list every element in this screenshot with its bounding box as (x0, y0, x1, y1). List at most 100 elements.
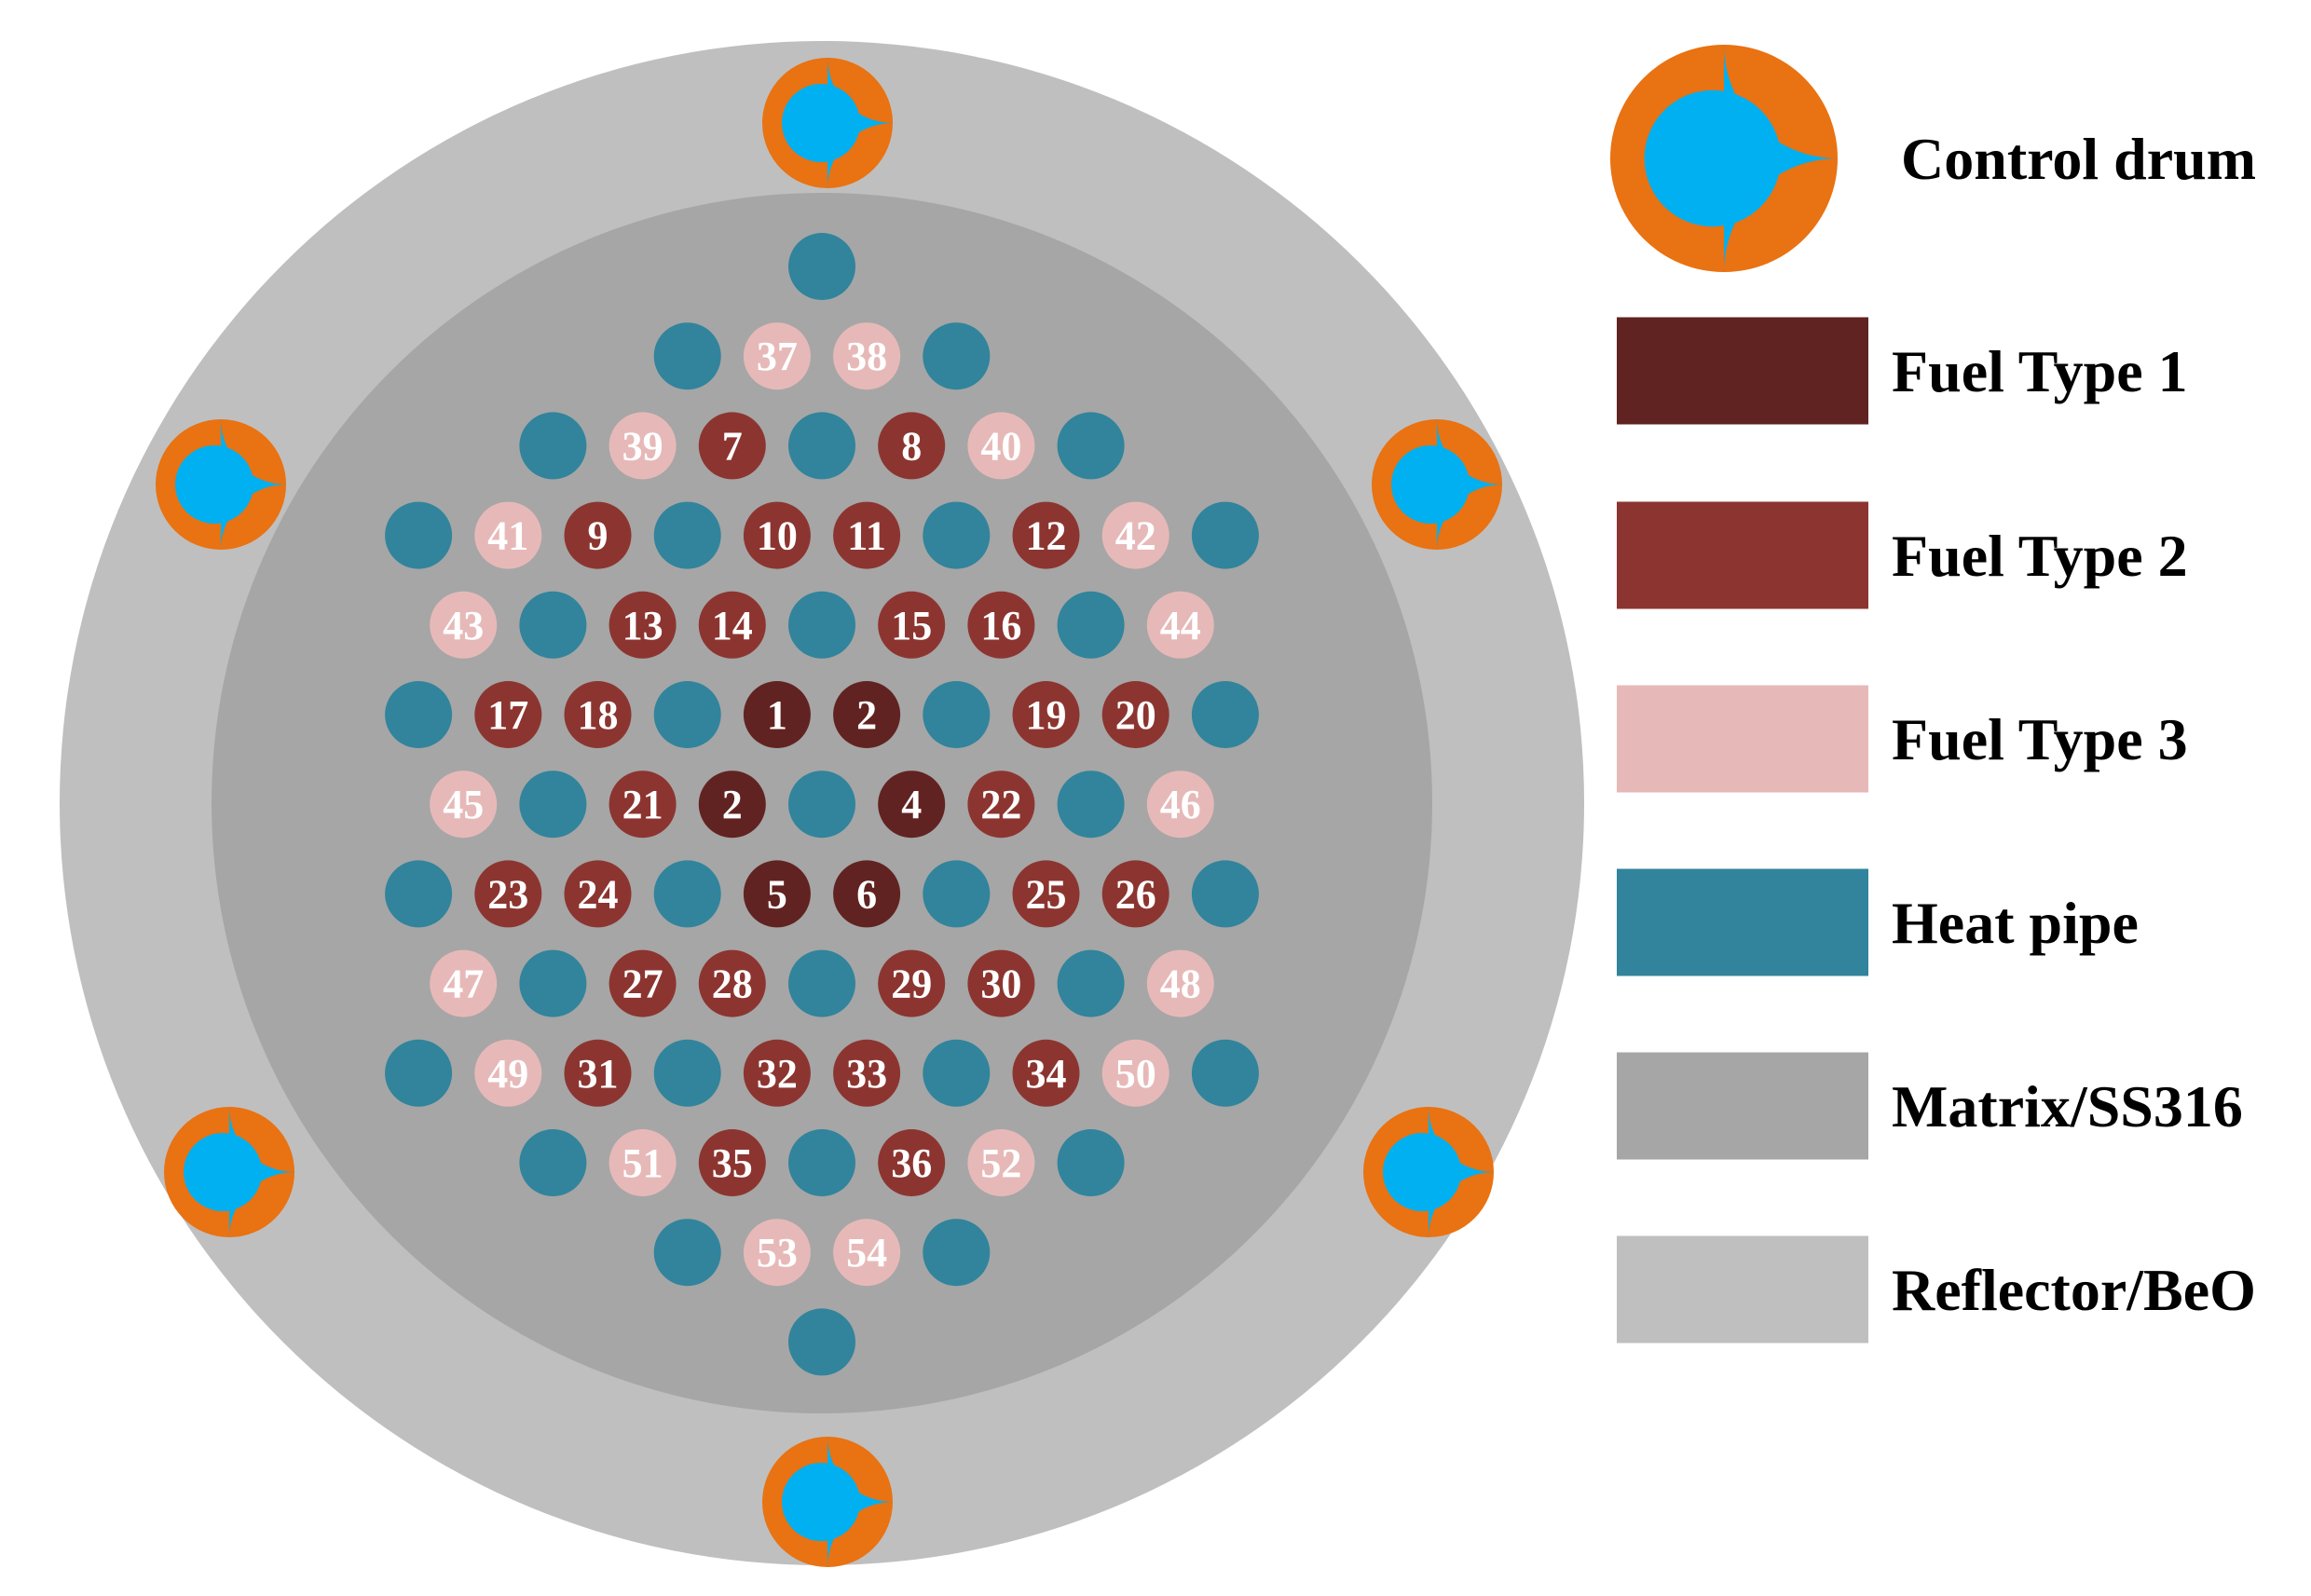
heat-pipe-pin (923, 860, 991, 928)
fuel-pin: 53 (743, 1219, 811, 1287)
fuel-pin: 21 (609, 771, 677, 839)
drum-upper-right (1372, 419, 1502, 550)
heat-pipe-circle (1191, 501, 1259, 569)
fuel-type-2-circle (1101, 860, 1169, 928)
fuel-type-2-circle (878, 949, 946, 1017)
heat-pipe-circle (788, 1308, 855, 1376)
fuel-pin-number: 35 (712, 1140, 753, 1186)
fuel-pin-number: 9 (588, 513, 609, 559)
heat-pipe-pin (788, 949, 855, 1017)
fuel-type-3-circle (1101, 501, 1169, 569)
heat-pipe-circle (385, 1039, 453, 1107)
heat-pipe-pin (788, 233, 855, 300)
heat-pipe-pin (1057, 591, 1125, 659)
fuel-pin: 50 (1101, 1039, 1169, 1107)
fuel-pin-number: 36 (891, 1140, 932, 1186)
heat-pipe-pin (653, 681, 721, 748)
heat-pipe-circle (923, 322, 991, 390)
heat-pipe-pin (788, 591, 855, 659)
heat-pipe-circle (385, 860, 453, 928)
fuel-pin-number: 43 (443, 603, 484, 648)
fuel-type-3-circle (967, 412, 1035, 480)
fuel-pin-number: 37 (757, 334, 798, 379)
fuel-pin-number: 48 (1160, 962, 1201, 1007)
fuel-type-1-circle (833, 681, 901, 748)
heat-pipe-pin (653, 1219, 721, 1287)
fuel-type-3-circle (430, 591, 498, 659)
fuel-pin-number: 16 (980, 603, 1021, 648)
fuel-pin: 37 (743, 322, 811, 390)
heat-pipe-circle (653, 681, 721, 748)
heat-pipe-circle (653, 501, 721, 569)
fuel-pin: 16 (967, 591, 1035, 659)
fuel-pin-number: 50 (1115, 1051, 1156, 1097)
heat-pipe-circle (385, 501, 453, 569)
fuel-type-2-circle (878, 412, 946, 480)
fuel-pin-number: 13 (622, 603, 663, 648)
heat-pipe-pin (385, 681, 453, 748)
fuel-pin-number: 7 (722, 423, 743, 469)
fuel-pin: 22 (967, 771, 1035, 839)
fuel-pin: 46 (1146, 771, 1214, 839)
fuel-pin: 35 (698, 1129, 766, 1196)
heat-pipe-circle (1057, 591, 1125, 659)
heat-pipe-pin (788, 412, 855, 480)
fuel-type-1-circle (878, 771, 946, 839)
fuel-pin-number: 53 (757, 1230, 798, 1275)
fuel-type-2-circle (1012, 501, 1080, 569)
heat-pipe-circle (653, 1039, 721, 1107)
legend-item-fuel-type-1: Fuel Type 1 (1617, 317, 2188, 425)
fuel-pin-number: 25 (1026, 871, 1067, 917)
fuel-pin-number: 24 (578, 871, 619, 917)
heat-pipe-pin (519, 1129, 587, 1196)
fuel-pin: 27 (609, 949, 677, 1017)
fuel-pin-number: 14 (712, 603, 753, 648)
heat-pipe-circle (653, 1219, 721, 1287)
fuel-pin: 52 (967, 1129, 1035, 1196)
fuel-type-2-circle (564, 681, 632, 748)
fuel-pin: 41 (474, 501, 542, 569)
fuel-type-3-swatch (1617, 685, 1868, 793)
drum-lower-right (1363, 1107, 1494, 1237)
drum-inner (782, 84, 860, 162)
drum-lower-left (164, 1107, 294, 1237)
fuel-type-2-circle (564, 1039, 632, 1107)
fuel-pin: 39 (609, 412, 677, 480)
fuel-pin-number: 42 (1115, 513, 1156, 559)
fuel-pin: 31 (564, 1039, 632, 1107)
fuel-type-3-circle (1101, 1039, 1169, 1107)
drum-inner (175, 445, 253, 524)
heat-pipe-circle (519, 949, 587, 1017)
heat-pipe-circle (788, 233, 855, 300)
drum-inner (782, 1463, 860, 1541)
fuel-pin: 9 (564, 501, 632, 569)
fuel-pin-number: 32 (757, 1051, 798, 1097)
legend-label: Matrix/SS316 (1892, 1073, 2243, 1139)
heat-pipe-pin (1191, 860, 1259, 928)
heat-pipe-circle (923, 1219, 991, 1287)
fuel-pin: 34 (1012, 1039, 1080, 1107)
fuel-type-2-circle (564, 860, 632, 928)
heat-pipe-circle (653, 860, 721, 928)
heat-pipe-circle (1057, 1129, 1125, 1196)
fuel-type-2-circle (698, 412, 766, 480)
fuel-pin: 18 (564, 681, 632, 748)
fuel-pin-number: 40 (980, 423, 1021, 469)
heat-pipe-pin (519, 412, 587, 480)
fuel-type-2-circle (1101, 681, 1169, 748)
fuel-type-3-circle (833, 322, 901, 390)
heat-pipe-circle (519, 1129, 587, 1196)
fuel-pin: 13 (609, 591, 677, 659)
fuel-type-2-swatch (1617, 501, 1868, 609)
legend-label: Fuel Type 2 (1892, 523, 2188, 589)
legend-item-matrix: Matrix/SS316 (1617, 1052, 2243, 1160)
fuel-type-1-circle (698, 771, 766, 839)
fuel-pin-number: 20 (1115, 692, 1156, 738)
fuel-type-3-circle (609, 1129, 677, 1196)
control-drum-swatch (1610, 45, 1838, 272)
fuel-pin-number: 11 (847, 513, 886, 559)
heat-pipe-circle (653, 322, 721, 390)
heat-pipe-pin (653, 322, 721, 390)
heat-pipe-pin (788, 771, 855, 839)
